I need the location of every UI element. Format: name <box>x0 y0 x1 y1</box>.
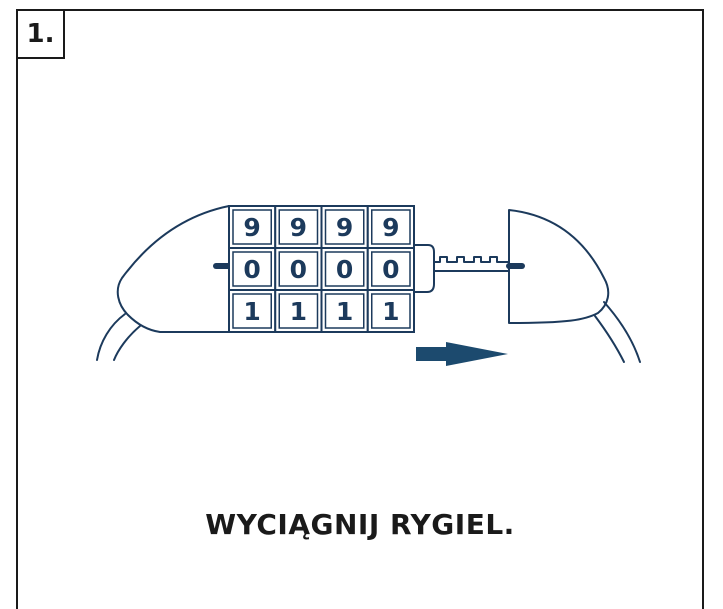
dial-cell-inner <box>278 209 319 245</box>
dial-cell-inner <box>371 209 411 245</box>
dial-cell-inner <box>371 293 411 329</box>
instruction-caption: WYCIĄGNIJ RYGIEL. <box>205 508 515 541</box>
bolt-collar <box>413 244 435 293</box>
dial-cell-inner <box>324 251 365 287</box>
dial-cell-inner <box>324 209 365 245</box>
dial-cell <box>366 247 415 291</box>
arrow-right-icon <box>416 342 508 366</box>
right-cable <box>603 301 641 363</box>
dial-digit: 1 <box>336 297 353 326</box>
dial-cell <box>320 205 369 249</box>
diagram-frame <box>16 9 704 609</box>
step-number-label: 1. <box>26 19 55 49</box>
dial-cell-inner <box>232 209 272 245</box>
dial-cell-inner <box>371 251 411 287</box>
dial-digit: 1 <box>290 297 307 326</box>
right-cable-inner <box>594 315 625 363</box>
dial-digit: 1 <box>382 297 399 326</box>
dial-cell-inner <box>278 293 319 329</box>
dial-digit: 9 <box>336 213 353 242</box>
dial-cell <box>366 289 415 333</box>
dial-cell <box>228 289 277 333</box>
dial-digit: 0 <box>336 255 353 284</box>
right-lock-housing <box>508 209 610 324</box>
dial-digit: 9 <box>243 213 260 242</box>
bolt-teeth <box>433 256 509 263</box>
dial-cell-inner <box>232 251 272 287</box>
left-cable <box>96 313 126 361</box>
dial-cell <box>366 205 415 249</box>
dial-digit: 0 <box>382 255 399 284</box>
left-lock-housing <box>116 205 230 333</box>
dial-cell <box>320 247 369 291</box>
dial-cell-inner <box>324 293 365 329</box>
dial-cell-inner <box>278 251 319 287</box>
step-number: 1. <box>16 9 65 59</box>
dial-digit: 0 <box>243 255 260 284</box>
dial-digit: 0 <box>290 255 307 284</box>
dial-cell-inner <box>232 293 272 329</box>
dial-digit: 9 <box>382 213 399 242</box>
left-cable-inner <box>113 325 141 361</box>
dial-digit: 9 <box>290 213 307 242</box>
dial-digit: 1 <box>243 297 260 326</box>
